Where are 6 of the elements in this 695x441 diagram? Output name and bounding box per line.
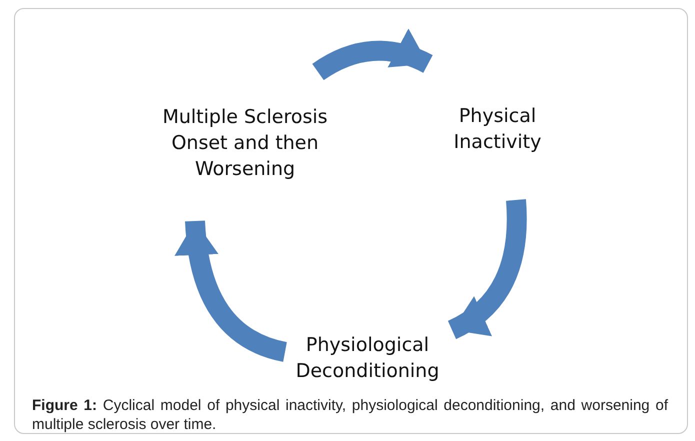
curved-block-arrow: [448, 200, 527, 339]
node-label: Physiological Deconditioning: [294, 332, 440, 384]
figure-caption: Figure 1: Cyclical model of physical inactivity, physiological deconditioning, and worsening of multiple sclerosis over time.: [32, 396, 668, 434]
node-label: Multiple Sclerosis Onset and then Worsening: [161, 104, 329, 182]
node-label: Physical Inactivity: [452, 104, 542, 155]
curved-block-arrow: [312, 29, 432, 80]
